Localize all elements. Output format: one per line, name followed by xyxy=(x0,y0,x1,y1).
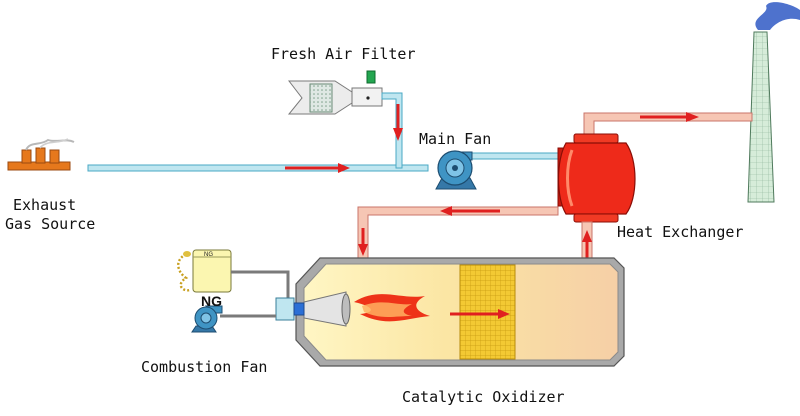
stack-flow-arrow-icon xyxy=(640,112,699,122)
ng-label: NG xyxy=(201,293,222,309)
exhaust-flow-arrow-icon xyxy=(285,163,350,173)
ng-supply-line xyxy=(231,270,290,298)
burner-connector-icon xyxy=(275,297,305,321)
catalytic-oxidizer-label: Catalytic Oxidizer xyxy=(402,388,565,406)
burner-flame-icon xyxy=(303,291,430,327)
fresh-air-filter-label: Fresh Air Filter xyxy=(271,45,416,63)
main-fan-label: Main Fan xyxy=(419,130,492,148)
heat-exchanger-icon xyxy=(557,133,636,223)
fresh-air-flow-arrow-icon xyxy=(393,104,403,141)
smoke-icon xyxy=(755,2,800,31)
stack-icon xyxy=(747,31,775,203)
exhaust-gas-source-icon xyxy=(7,138,75,171)
ng-tank-label: NG xyxy=(204,252,213,258)
preheated-flow-arrow-icon xyxy=(358,206,500,256)
treated-flow-arrow-icon xyxy=(582,230,592,258)
combustion-fan-label: Combustion Fan xyxy=(141,358,268,376)
exhaust-gas-source-label-line1: Exhaust xyxy=(13,196,77,214)
combustion-fan-icon xyxy=(191,305,223,333)
heat-exchanger-label: Heat Exchanger xyxy=(617,223,744,241)
exhaust-gas-source-label-line2: Gas Source xyxy=(5,215,96,233)
main-fan-duct xyxy=(469,152,561,160)
catalytic-oxidizer-icon xyxy=(295,257,625,367)
exhaust-duct xyxy=(87,164,429,172)
main-fan-icon xyxy=(435,150,477,190)
fresh-air-filter-icon xyxy=(287,70,383,115)
preheated-duct xyxy=(357,206,559,263)
oxidizer-flow-arrow-icon xyxy=(450,309,510,319)
